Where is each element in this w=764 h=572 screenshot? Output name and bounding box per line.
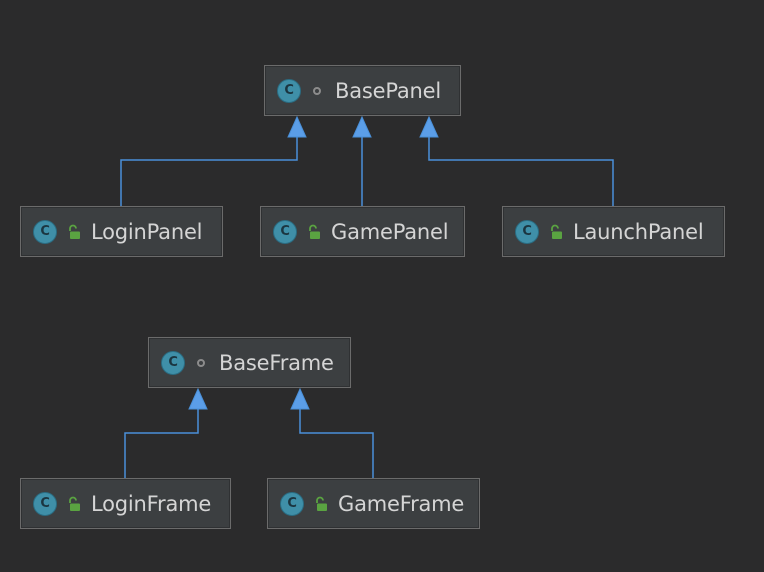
class-icon: C [515,219,539,244]
class-name-label: GameFrame [338,491,465,516]
class-node-loginpanel[interactable]: C LoginPanel [20,206,223,257]
class-name-label: BasePanel [335,78,441,103]
class-node-gamepanel[interactable]: C GamePanel [260,206,465,257]
arrowhead-gamepanel-basepanel [352,115,372,138]
arrowhead-gameframe-baseframe [290,387,310,410]
edge-loginframe-baseframe [124,408,199,478]
class-node-loginframe[interactable]: C LoginFrame [20,478,231,529]
arrowhead-loginpanel-basepanel [287,115,307,138]
class-node-launchpanel[interactable]: C LaunchPanel [502,206,725,257]
class-icon: C [33,219,57,244]
arrowhead-loginframe-baseframe [188,387,208,410]
class-node-gameframe[interactable]: C GameFrame [267,478,480,529]
class-name-label: GamePanel [331,219,449,244]
class-node-baseframe[interactable]: C BaseFrame [148,337,351,388]
class-icon: C [273,219,297,244]
class-name-label: LaunchPanel [573,219,704,244]
class-name-label: LoginFrame [91,491,212,516]
class-name-label: LoginPanel [91,219,203,244]
open-lock-icon [309,224,320,239]
open-lock-icon [69,496,80,511]
open-lock-icon [551,224,562,239]
class-icon: C [280,491,304,516]
class-icon: C [33,491,57,516]
edge-launchpanel-basepanel [428,136,614,206]
arrowhead-launchpanel-basepanel [419,115,439,138]
class-name-label: BaseFrame [219,350,334,375]
package-private-dot-icon [313,86,321,95]
edge-gameframe-baseframe [299,408,374,478]
class-icon: C [161,350,185,375]
class-node-basepanel[interactable]: C BasePanel [264,65,461,116]
package-private-dot-icon [197,358,205,367]
class-icon: C [277,78,301,103]
open-lock-icon [69,224,80,239]
edge-loginpanel-basepanel [120,136,298,206]
open-lock-icon [316,496,327,511]
